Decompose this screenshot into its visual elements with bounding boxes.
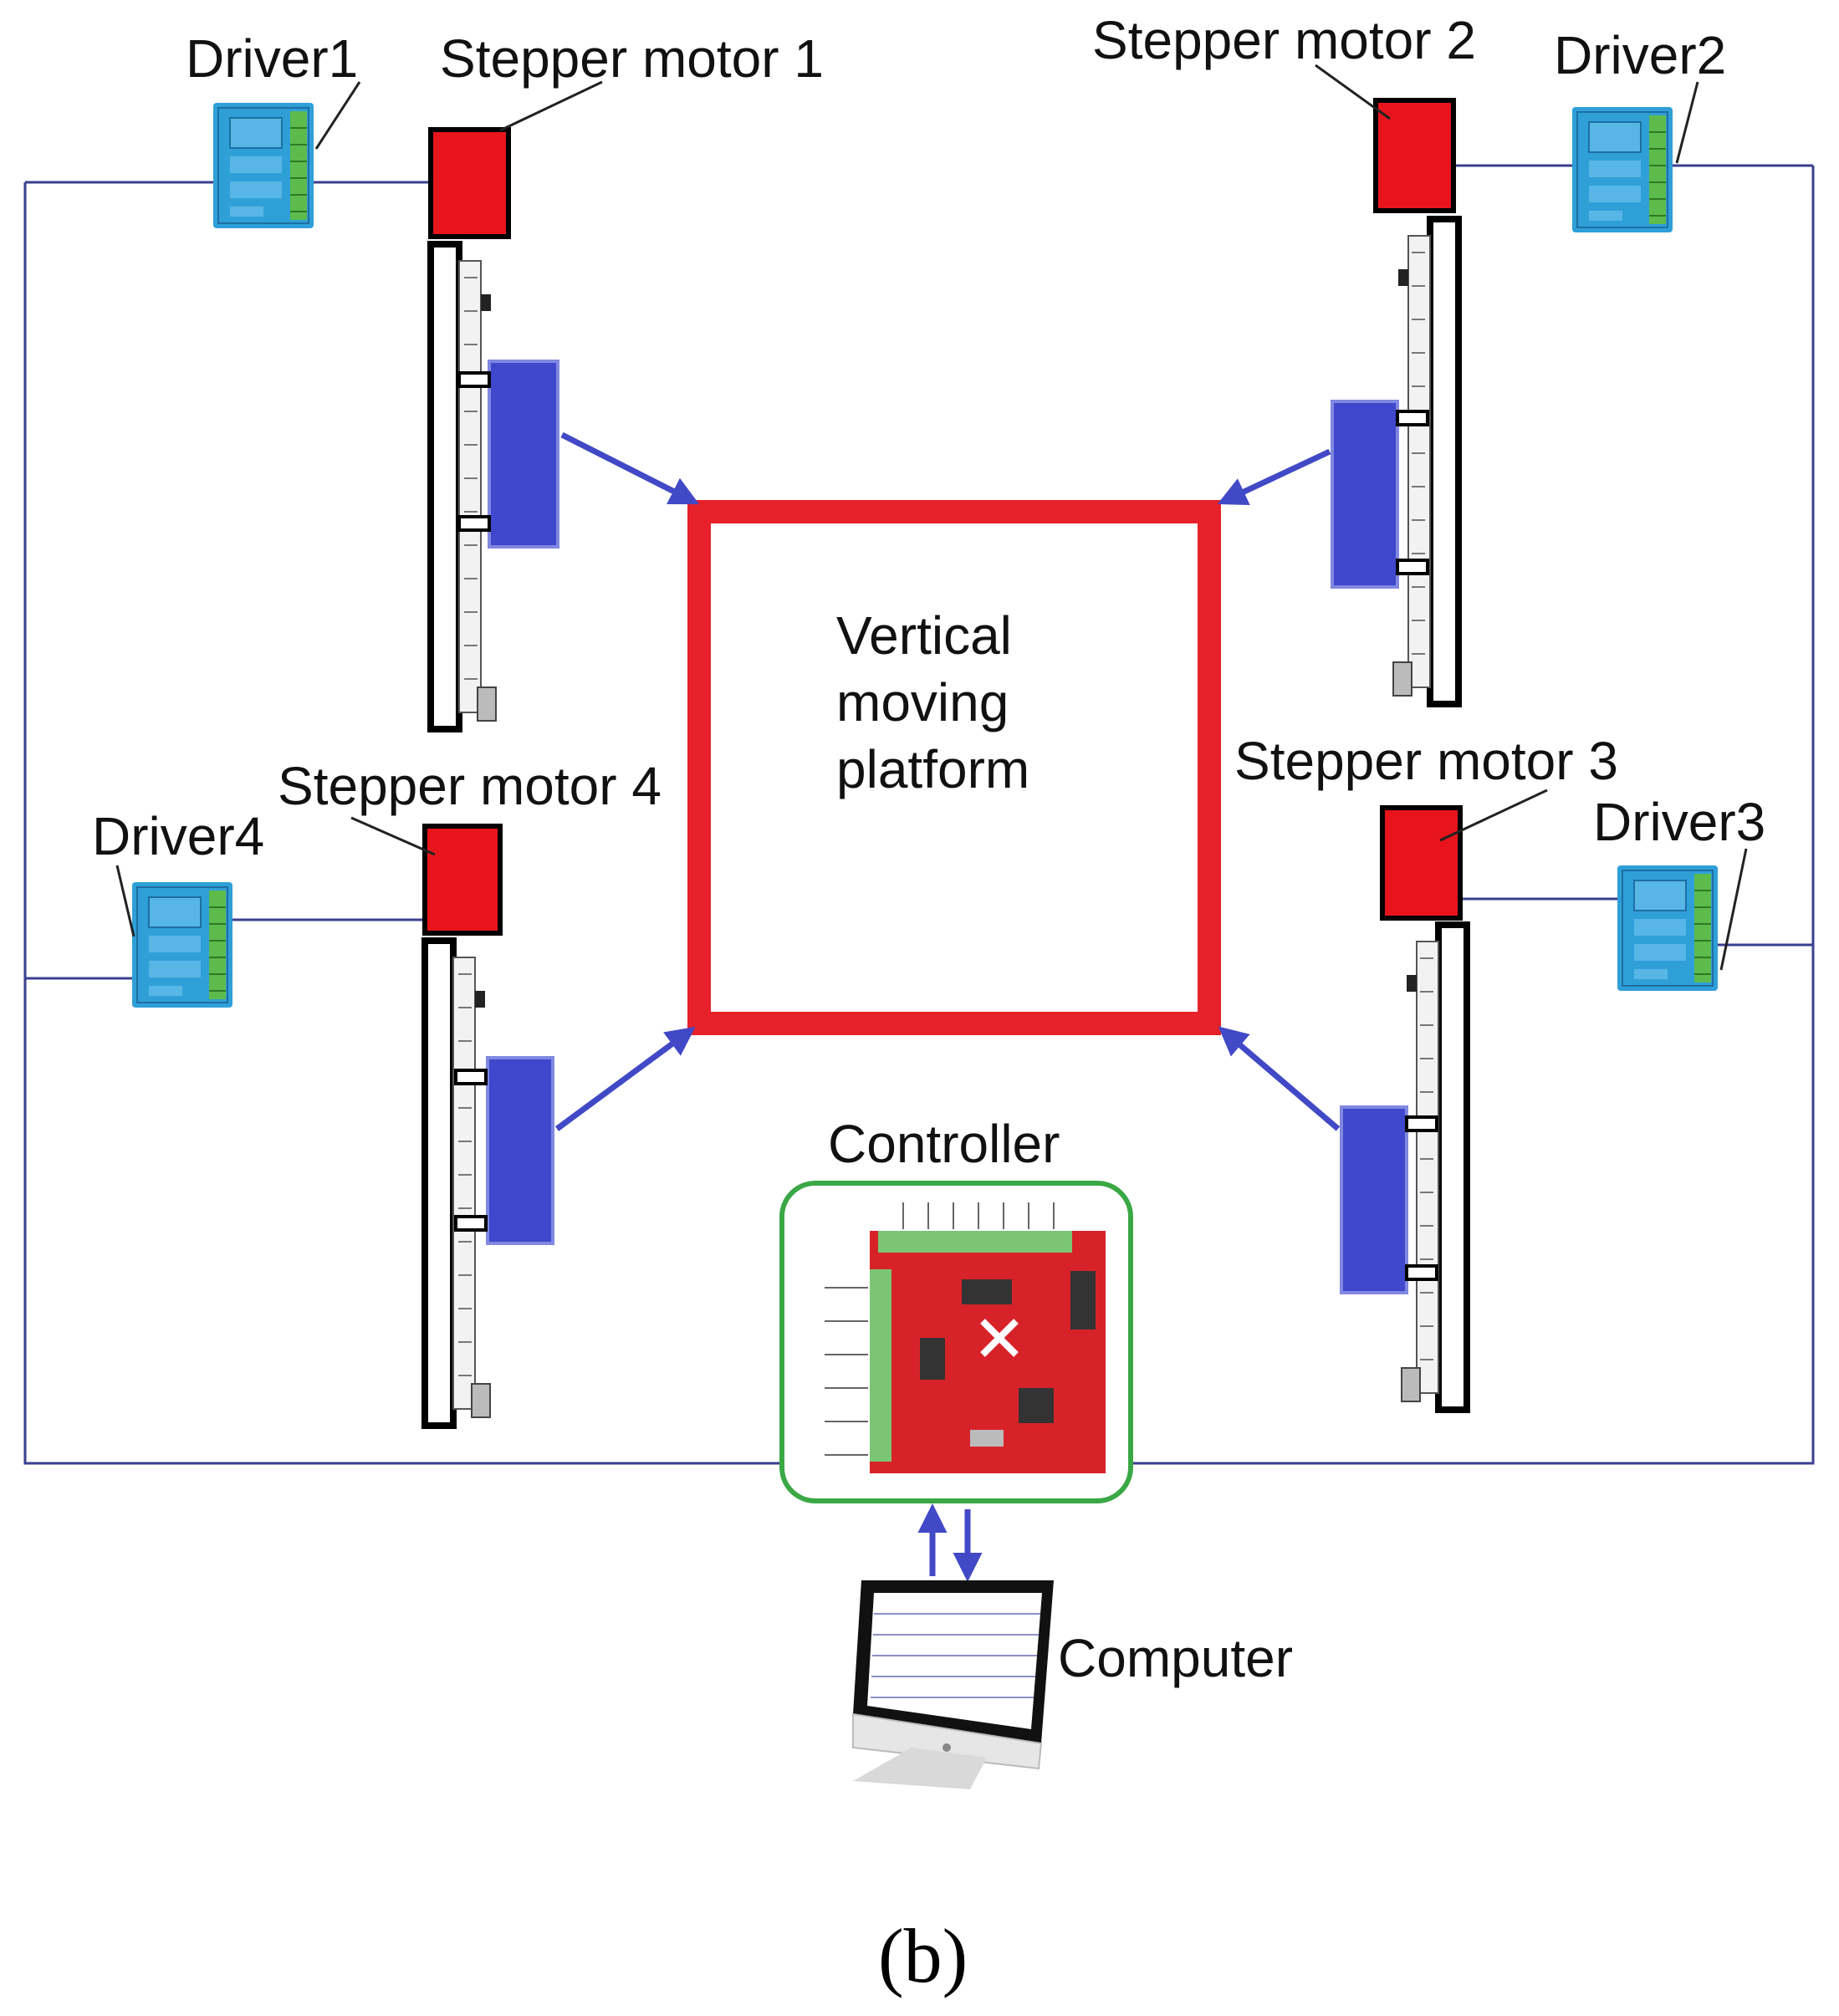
linear-rail-4 xyxy=(425,941,490,1426)
motor-2-leader xyxy=(1315,64,1391,120)
controller-label: Controller xyxy=(828,1114,1060,1174)
motor-3-leader xyxy=(1439,789,1548,842)
platform-label-line1: Vertical xyxy=(836,605,1012,666)
motor-driver-icon xyxy=(212,102,314,229)
platform-frame xyxy=(687,500,1221,1035)
arrow-4 xyxy=(554,1026,696,1131)
figure-caption: (b) xyxy=(878,1913,968,1998)
driver2-leader xyxy=(1675,81,1699,164)
carriage-4 xyxy=(486,1056,554,1245)
stepper-motor-1: Stepper motor 1 xyxy=(431,28,824,729)
driver4: Driver4 xyxy=(92,806,264,1008)
driver1-leader xyxy=(314,81,361,150)
driver1-label: Driver1 xyxy=(186,28,358,89)
driver1: Driver1 xyxy=(186,28,361,229)
motor-1-body xyxy=(428,127,511,239)
motor-1-leader xyxy=(499,80,603,132)
platform-label-line3: platform xyxy=(836,739,1029,799)
driver2: Driver2 xyxy=(1554,25,1726,233)
driver3-leader xyxy=(1719,848,1748,971)
carriage-2 xyxy=(1331,400,1399,589)
arrow-3 xyxy=(1218,1026,1341,1131)
controller-board-icon xyxy=(825,1202,1106,1473)
motor-1-label: Stepper motor 1 xyxy=(440,28,824,89)
vertical-moving-platform: Vertical moving platform xyxy=(687,500,1221,1035)
driver4-leader xyxy=(115,865,135,937)
carriage-1 xyxy=(488,360,559,549)
arrow-1 xyxy=(560,431,700,505)
computer: Computer xyxy=(852,1580,1293,1789)
platform-arrows xyxy=(554,431,1341,1131)
driver2-label: Driver2 xyxy=(1554,25,1726,85)
linear-rail-1 xyxy=(431,244,496,729)
motor-3-body xyxy=(1380,805,1463,921)
wiring xyxy=(23,164,1815,1465)
motor-driver-icon xyxy=(1617,865,1719,992)
driver3: Driver3 xyxy=(1593,792,1765,992)
stepper-motor-3: Stepper motor 3 xyxy=(1234,731,1618,1410)
stepper-motor-4: Stepper motor 4 xyxy=(278,756,662,1426)
motor-4-leader xyxy=(350,816,436,856)
motor-4-body xyxy=(422,824,503,936)
motor-driver-icon xyxy=(1571,106,1673,233)
computer-monitor-icon xyxy=(852,1580,1054,1789)
controller: Controller xyxy=(779,1114,1133,1503)
stepper-motor-2: Stepper motor 2 xyxy=(1092,10,1476,704)
controller-computer-link xyxy=(917,1503,983,1582)
platform-label-line2: moving xyxy=(836,672,1009,732)
computer-label: Computer xyxy=(1058,1628,1293,1688)
motor-4-label: Stepper motor 4 xyxy=(278,756,662,816)
driver4-label: Driver4 xyxy=(92,806,264,866)
driver3-label: Driver3 xyxy=(1593,792,1765,852)
motor-2-label: Stepper motor 2 xyxy=(1092,10,1476,70)
carriage-3 xyxy=(1340,1105,1408,1294)
arrow-2 xyxy=(1217,448,1331,505)
motor-driver-icon xyxy=(131,881,233,1008)
motor-3-label: Stepper motor 3 xyxy=(1234,731,1618,791)
